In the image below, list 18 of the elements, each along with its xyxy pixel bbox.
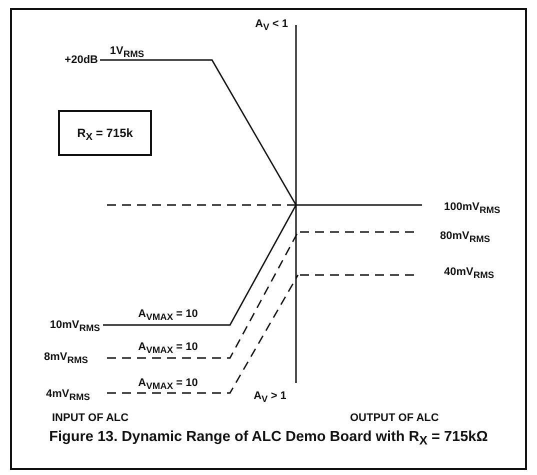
figure-caption: Figure 13. Dynamic Range of ALC Demo Board with R$_{X}$ = 715kΩ bbox=[48, 428, 489, 447]
axis-label: INPUT OF ALC bbox=[52, 412, 129, 424]
level-label: 8mV$_{RMS}$ bbox=[44, 351, 88, 363]
gain-label: A$_{VMAX}$ = 10 bbox=[138, 341, 198, 353]
value-box bbox=[58, 110, 152, 156]
level-label: 40mV$_{RMS}$ bbox=[444, 266, 494, 278]
level-label: 4mV$_{RMS}$ bbox=[46, 388, 90, 400]
level-label: 10mV$_{RMS}$ bbox=[50, 319, 100, 331]
resistor-value: R$_{X}$ = 715k bbox=[77, 126, 133, 140]
gain-label: A$_{V}$ < 1 bbox=[255, 18, 288, 30]
level-label: 100mV$_{RMS}$ bbox=[444, 201, 500, 213]
level-label: 80mV$_{RMS}$ bbox=[440, 230, 490, 242]
gain-label: A$_{VMAX}$ = 10 bbox=[138, 377, 198, 389]
axis-label: OUTPUT OF ALC bbox=[350, 412, 439, 424]
level-label: +20dB bbox=[64, 54, 98, 66]
gain-label: A$_{V}$ > 1 bbox=[254, 390, 286, 402]
gain-label: A$_{VMAX}$ = 10 bbox=[138, 308, 198, 320]
level-label: 1V$_{RMS}$ bbox=[110, 45, 144, 57]
